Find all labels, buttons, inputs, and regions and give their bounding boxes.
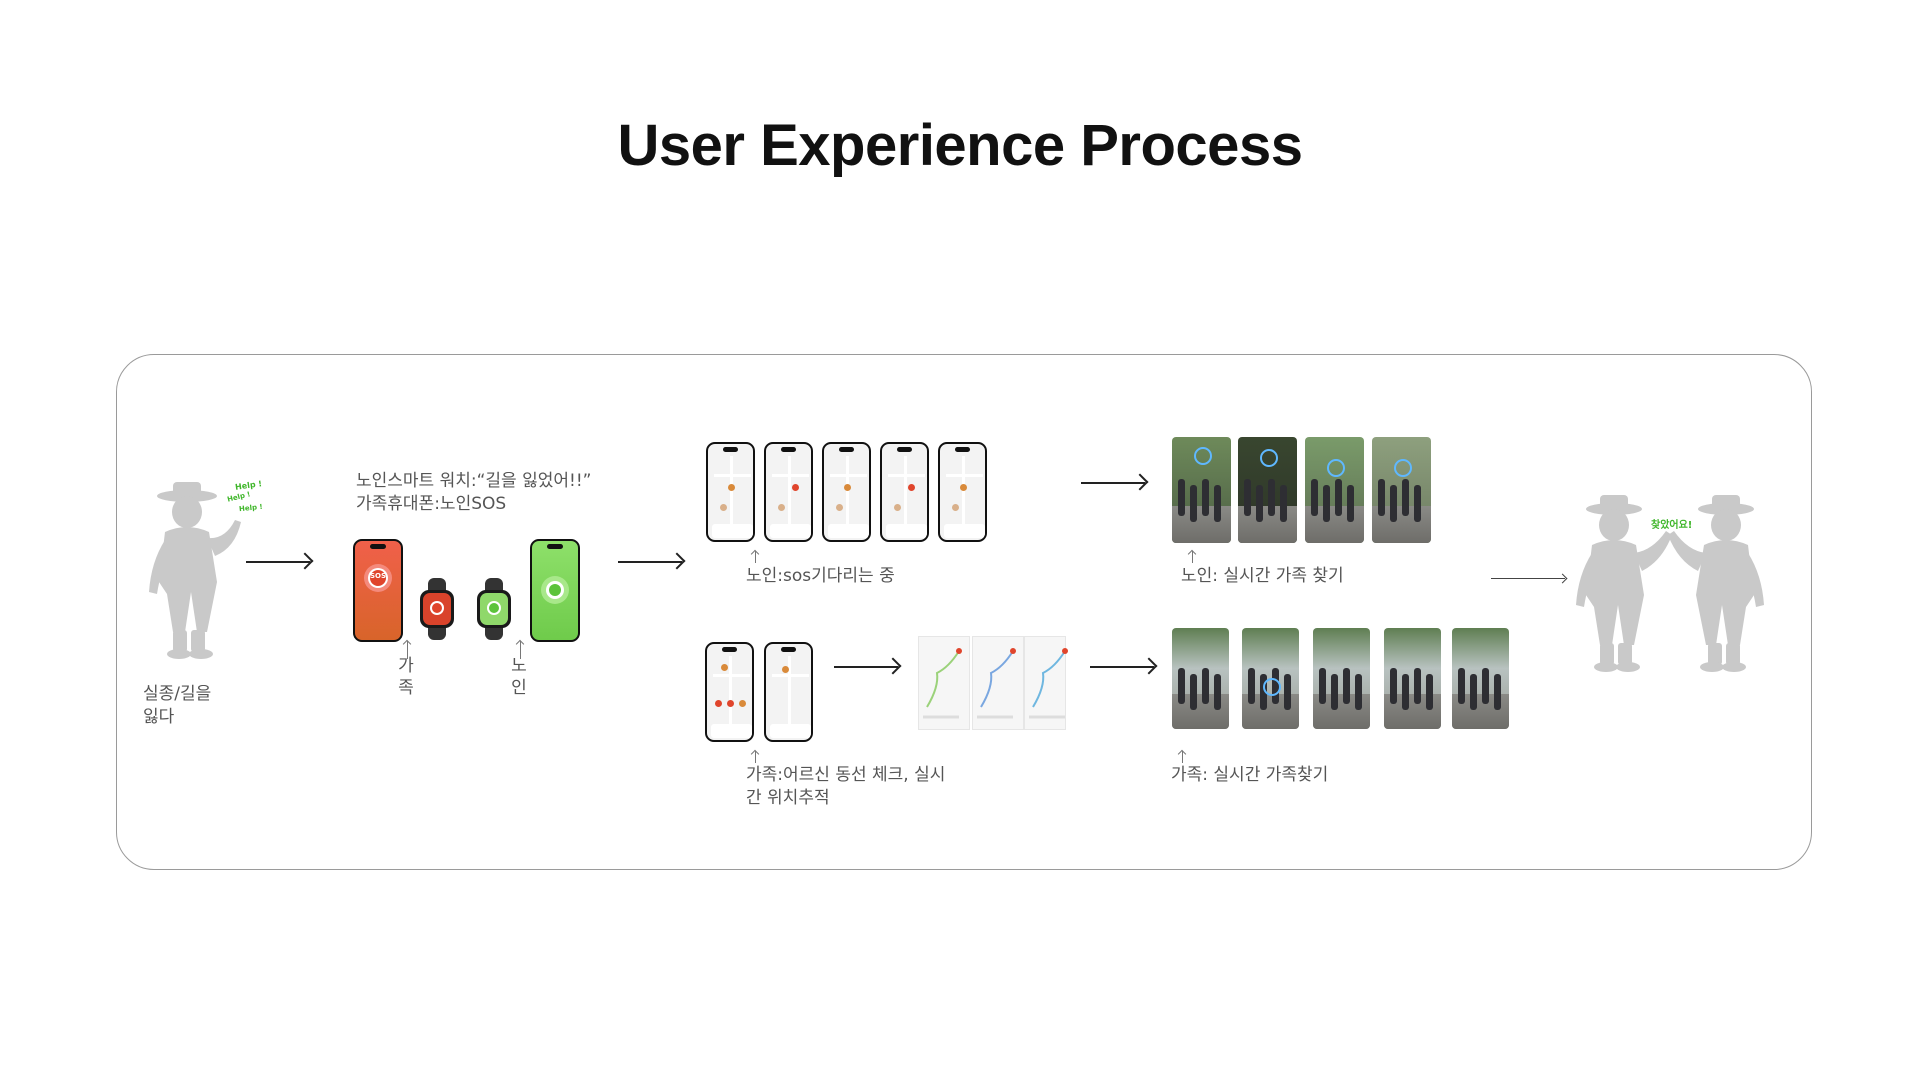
safe-icon xyxy=(487,601,501,615)
elder-watch-red xyxy=(420,578,454,640)
family-find-label: 가족: 실시간 가족찾기 xyxy=(1171,765,1329,785)
arrow-right-icon xyxy=(1081,482,1145,484)
sos-icon xyxy=(364,564,392,592)
arrow-right-icon xyxy=(1090,666,1154,668)
sos-text: SOS xyxy=(369,572,387,580)
street-photo xyxy=(1372,437,1431,543)
page-title: User Experience Process xyxy=(617,113,1303,178)
street-photo xyxy=(1452,628,1509,729)
street-photo xyxy=(1172,628,1229,729)
process-panel xyxy=(116,354,1812,870)
sos-icon xyxy=(430,601,444,615)
elder-waiting-label: 노인:sos기다리는 중 xyxy=(746,566,895,586)
app-screen-thumbnail xyxy=(764,442,813,542)
found-bubble: 찾았어요! xyxy=(1651,520,1693,531)
app-screen-thumbnail xyxy=(764,642,813,742)
family-vertical-label: 가족 xyxy=(398,656,414,698)
street-photo xyxy=(1242,628,1299,729)
elder-phone xyxy=(530,539,580,642)
arrow-right-icon xyxy=(1491,578,1565,579)
route-map-thumbnail xyxy=(1024,636,1068,730)
street-photo xyxy=(1384,628,1441,729)
app-screen-thumbnail xyxy=(880,442,929,542)
street-photo xyxy=(1238,437,1297,543)
reunion-silhouette-icon xyxy=(1576,495,1764,672)
app-screen-thumbnail xyxy=(822,442,871,542)
watch-caption: 노인스마트 워치:“길을 잃었어!!” xyxy=(356,471,592,491)
app-screen-thumbnail xyxy=(706,442,755,542)
elder-vertical-label: 노인 xyxy=(511,656,527,698)
street-photo xyxy=(1172,437,1231,543)
app-screen-thumbnail xyxy=(705,642,754,742)
elder-silhouette-icon xyxy=(149,482,241,659)
elder-find-label: 노인: 실시간 가족 찾기 xyxy=(1181,566,1344,586)
elder-watch-green xyxy=(477,578,511,640)
family-track-label: 가족:어르신 동선 체크, 실시 간 위치추적 xyxy=(746,765,946,808)
arrow-right-icon xyxy=(834,666,898,668)
family-phone: SOS xyxy=(353,539,403,642)
route-map-thumbnail xyxy=(972,636,1024,730)
safe-icon xyxy=(541,576,569,604)
street-photo xyxy=(1313,628,1370,729)
route-map-thumbnail xyxy=(918,636,970,730)
street-photo xyxy=(1305,437,1364,543)
arrow-right-icon xyxy=(246,561,310,563)
app-screen-thumbnail xyxy=(938,442,987,542)
phone-caption: 가족휴대폰:노인SOS xyxy=(356,494,507,514)
arrow-right-icon xyxy=(618,561,682,563)
lost-label: 실종/길을 잃다 xyxy=(143,684,212,727)
